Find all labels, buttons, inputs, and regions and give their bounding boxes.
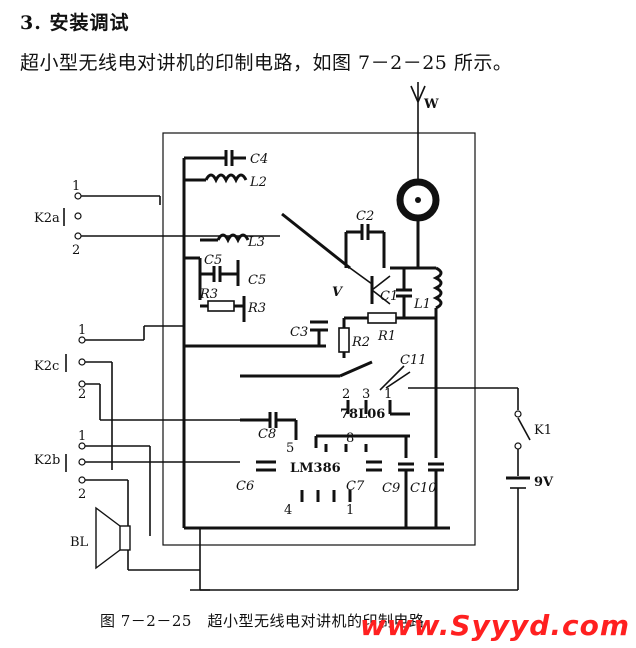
label-pin-5: 5 <box>286 441 294 456</box>
capacitor-c8 <box>240 412 298 440</box>
label-lm386: LM386 <box>290 461 341 476</box>
inductor-l1 <box>432 266 443 318</box>
ic-lm386 <box>300 434 410 502</box>
label-pin-1-ic: 1 <box>346 503 354 518</box>
capacitor-c4 <box>212 150 246 166</box>
label-k2a-1: 1 <box>72 179 80 194</box>
label-l1: L1 <box>413 297 431 312</box>
intro-paragraph: 超小型无线电对讲机的印制电路，如图 7－2－25 所示。 <box>20 52 513 74</box>
resistor-r1 <box>344 312 404 324</box>
label-c1: C1 <box>380 289 398 304</box>
capacitor-c9 <box>398 436 414 528</box>
capacitor-c2 <box>344 224 386 268</box>
label-c9: C9 <box>382 481 400 496</box>
capacitor-c10 <box>428 318 444 528</box>
label-k2c-2: 2 <box>78 387 86 402</box>
regulator-78l06 <box>346 400 410 416</box>
label-pin-2: 2 <box>342 387 350 402</box>
label-k2b-1: 1 <box>78 429 86 444</box>
label-c4: C4 <box>250 152 268 167</box>
pcb-outline <box>162 132 476 546</box>
label-78l06: 78L06 <box>340 407 385 422</box>
inductor-l3 <box>200 233 250 244</box>
resistor-r2 <box>338 318 350 358</box>
label-c6: C6 <box>236 479 254 494</box>
label-bl: BL <box>70 535 89 550</box>
label-c11: C11 <box>400 353 427 368</box>
resistor-r3 <box>200 296 246 322</box>
label-r2: R2 <box>351 335 370 350</box>
label-pin-1-reg: 1 <box>384 387 392 402</box>
label-k2c-1: 1 <box>78 323 86 338</box>
label-c2: C2 <box>356 209 374 224</box>
label-k2c: K2c <box>34 359 59 374</box>
site-watermark: www.Syyyd.com <box>359 609 630 642</box>
label-c5-a: C5 <box>204 253 222 268</box>
capacitor-c3 <box>310 320 328 346</box>
label-k1: K1 <box>534 423 552 438</box>
label-l2: L2 <box>249 175 267 190</box>
label-pin-8: 8 <box>346 431 354 446</box>
label-r1: R1 <box>377 329 396 344</box>
label-r3-a: R3 <box>199 287 218 302</box>
label-k2b: K2b <box>34 453 60 468</box>
label-c3: C3 <box>290 325 308 340</box>
transistor-v <box>370 275 391 305</box>
antenna-symbol <box>410 82 426 180</box>
capacitor-c11 <box>379 365 411 391</box>
section-heading: 3. 安装调试 <box>20 12 130 34</box>
capacitor-c5 <box>200 260 240 286</box>
label-l3: L3 <box>247 235 265 250</box>
switch-k1 <box>514 410 531 450</box>
label-antenna: W <box>423 97 439 112</box>
label-pin-3: 3 <box>362 387 370 402</box>
capacitor-c7 <box>366 460 382 472</box>
label-k2b-2: 2 <box>78 487 86 502</box>
capacitor-c6 <box>256 460 276 472</box>
label-c8: C8 <box>258 427 276 442</box>
label-c5-b: C5 <box>248 273 266 288</box>
label-v: V <box>332 285 344 300</box>
figure-caption: 图 7－2－25 超小型无线电对讲机的印制电路 <box>100 612 425 630</box>
label-battery: 9V <box>534 475 554 490</box>
antenna-coil <box>396 178 440 268</box>
label-k2a-2: 2 <box>72 243 80 258</box>
label-pin-4: 4 <box>284 503 292 518</box>
inductor-l2 <box>184 173 248 184</box>
label-k2a: K2a <box>34 211 60 226</box>
speaker-bl <box>95 480 200 571</box>
capacitor-c1 <box>396 268 412 318</box>
battery-9v <box>506 476 530 489</box>
label-c10: C10 <box>410 481 437 496</box>
label-c7: C7 <box>346 479 365 494</box>
label-r3-b: R3 <box>247 301 266 316</box>
